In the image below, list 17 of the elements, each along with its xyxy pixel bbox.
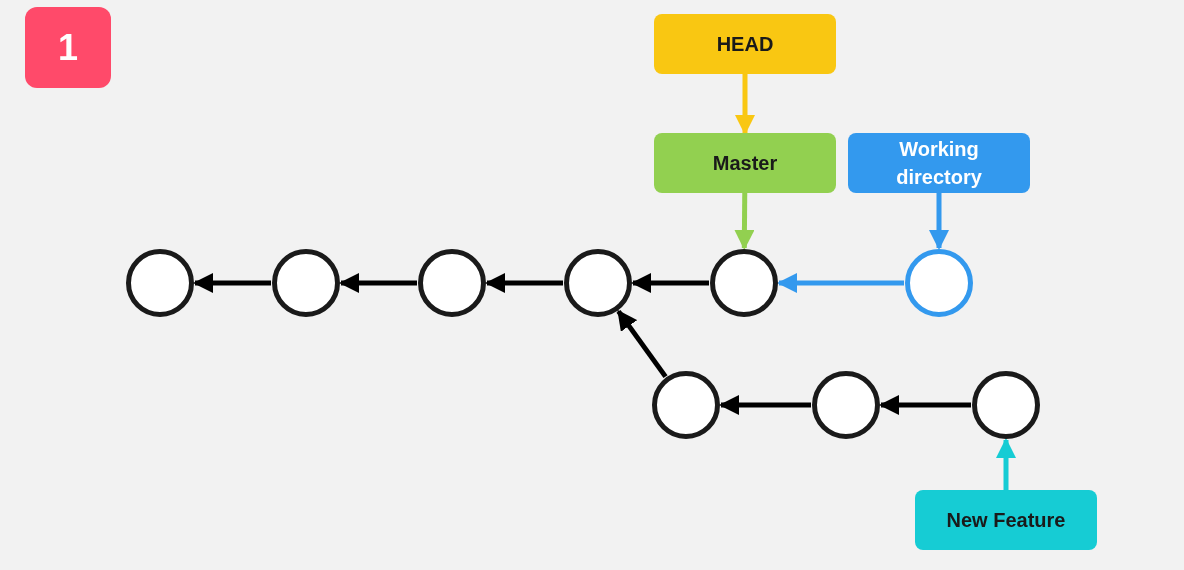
label-box: Working directory (848, 133, 1030, 193)
arrow (719, 395, 811, 415)
label-box: Master (654, 133, 836, 193)
label-box: New Feature (915, 490, 1097, 550)
arrow (631, 273, 709, 293)
arrow (777, 273, 904, 293)
arrow (734, 193, 755, 250)
arrow (616, 309, 668, 379)
label-box: HEAD (654, 14, 836, 74)
arrow (996, 438, 1016, 490)
arrow (879, 395, 971, 415)
arrow (735, 74, 755, 135)
number-badge: 1 (25, 7, 111, 88)
arrow (193, 273, 271, 293)
arrow (929, 193, 949, 250)
arrow (485, 273, 563, 293)
arrow (339, 273, 417, 293)
